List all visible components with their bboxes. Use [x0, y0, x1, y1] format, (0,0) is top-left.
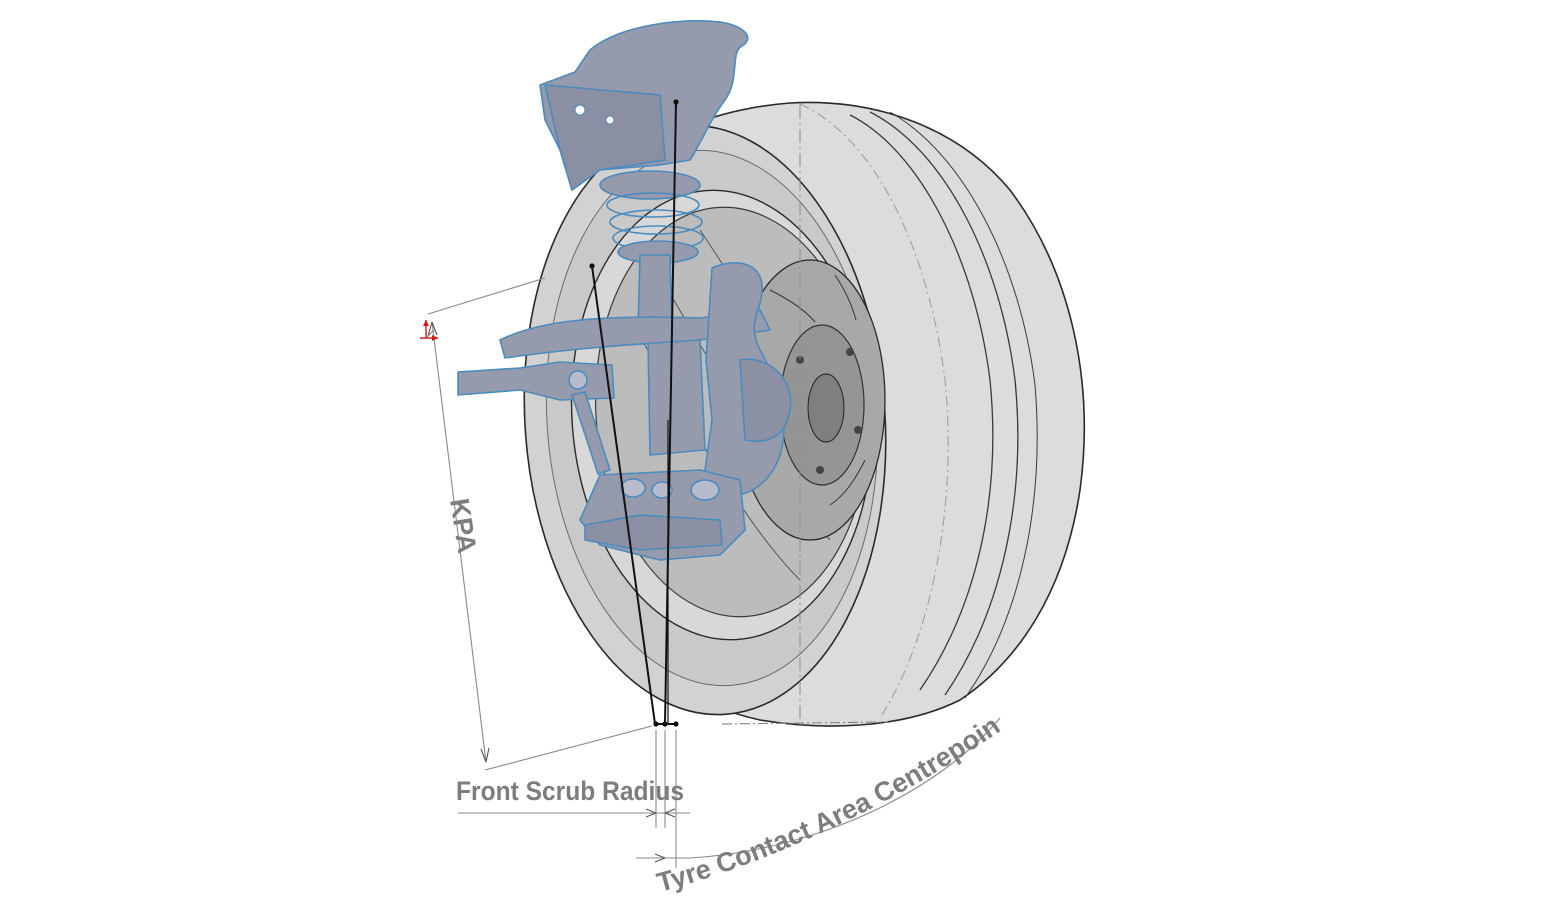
strut-axis-line: [664, 101, 677, 725]
ball-joint: [690, 479, 720, 501]
tread-edge: [799, 103, 949, 719]
coil-spring: [609, 209, 703, 235]
strut-assembly: [457, 20, 792, 561]
tread-groove: [849, 114, 994, 691]
brake-caliper: [739, 358, 792, 442]
kpa-dimension-line: [431, 321, 487, 763]
anti-roll-bar: [499, 309, 771, 359]
disc-slot: [769, 289, 816, 323]
lower-arm-front: [584, 514, 723, 551]
ground-point: [673, 721, 679, 727]
kpa-extension-top: [427, 277, 546, 315]
kpa-label: KPA: [444, 496, 482, 555]
ground-point: [662, 721, 668, 727]
wheel-stud: [796, 356, 804, 364]
bushing: [620, 478, 646, 498]
kingpin-top-point: [589, 263, 595, 269]
contact-patch-line: [721, 721, 889, 725]
wheel-stud: [846, 348, 854, 356]
bushing: [651, 481, 673, 499]
strut-top-point: [673, 99, 679, 105]
tower-hole: [574, 104, 586, 116]
wheel-hub: [807, 373, 845, 443]
axis-triad-icon: [420, 320, 438, 341]
tower-hole: [605, 115, 615, 125]
wheel-stud: [854, 426, 862, 434]
disc-slot: [829, 459, 866, 506]
disc-slot: [834, 274, 857, 321]
kpa-arrow-top: [427, 321, 438, 337]
kpa-arrow-bottom: [480, 747, 490, 763]
scrub-arrow: [664, 808, 676, 818]
front-scrub-radius-label: Front Scrub Radius: [456, 776, 684, 806]
tread-groove: [869, 111, 1019, 696]
bushing: [568, 370, 588, 390]
scrub-arrow: [645, 808, 657, 818]
tread-groove: [889, 111, 1038, 699]
geometry-lines: [589, 99, 679, 727]
kpa-extension-bottom: [484, 725, 653, 771]
subframe-arm: [457, 361, 615, 401]
drop-link: [571, 391, 611, 475]
coil-spring: [606, 192, 700, 218]
contact-arrow: [654, 853, 666, 863]
coil-spring-top-seat: [599, 170, 701, 200]
ground-point: [653, 721, 659, 727]
contact-leader-curve: [689, 717, 1001, 859]
wheel-stud: [816, 466, 824, 474]
dimensions: [427, 277, 1001, 868]
kingpin-axis-line: [591, 265, 656, 725]
